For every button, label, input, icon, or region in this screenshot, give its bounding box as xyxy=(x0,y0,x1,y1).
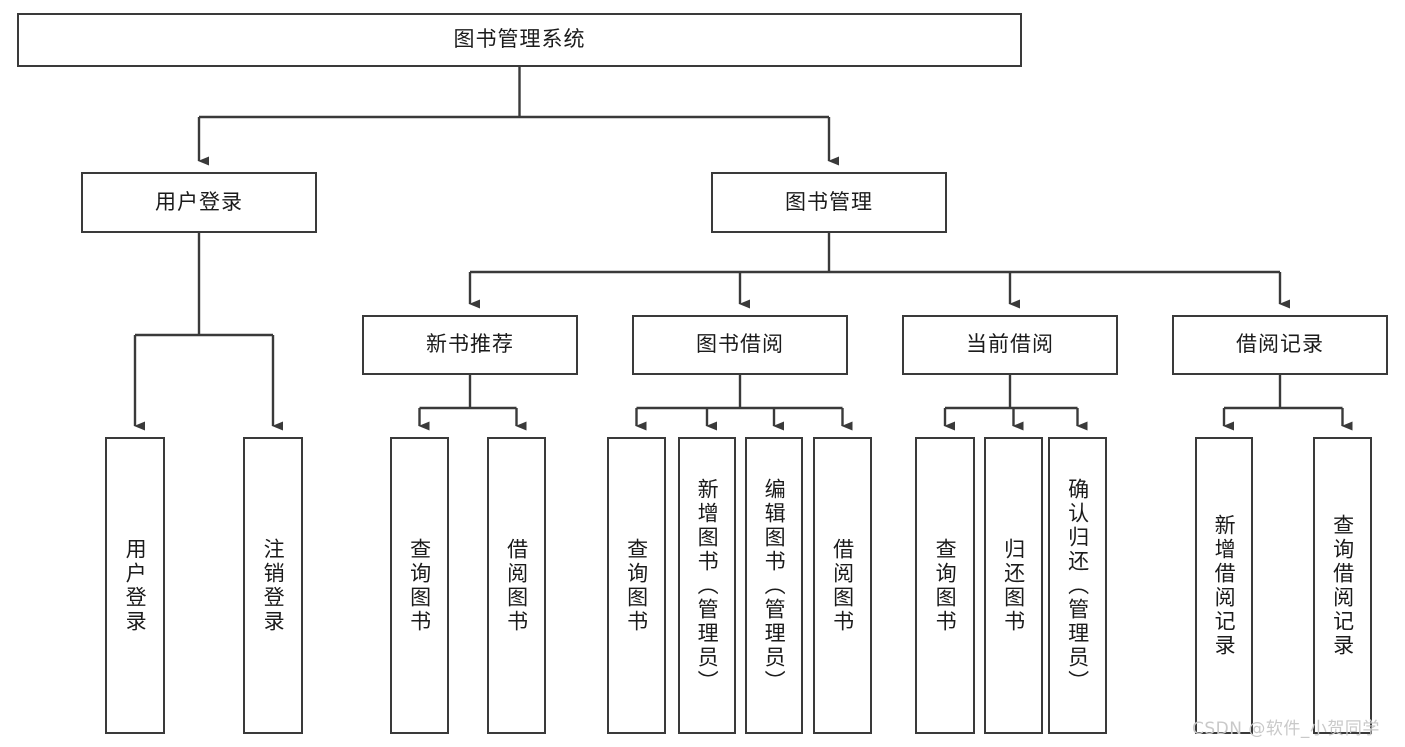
node-label: 查询图书 xyxy=(624,537,649,634)
node-l_bw_borrow[interactable]: 借阅图书 xyxy=(813,437,872,734)
node-label: 新增借阅记录 xyxy=(1212,513,1237,658)
node-label: 借阅记录 xyxy=(1236,332,1324,357)
node-label: 图书管理 xyxy=(785,189,873,214)
node-l_bw_query[interactable]: 查询图书 xyxy=(607,437,666,734)
node-label: 新增图书（管理员） xyxy=(695,477,720,694)
node-l_rc_query[interactable]: 查询借阅记录 xyxy=(1313,437,1372,734)
node-label: 注销登录 xyxy=(261,537,286,634)
node-l_nb_query[interactable]: 查询图书 xyxy=(390,437,449,734)
node-newbook[interactable]: 新书推荐 xyxy=(362,315,578,375)
node-bookmgmt[interactable]: 图书管理 xyxy=(711,172,947,233)
node-label: 新书推荐 xyxy=(426,332,514,357)
node-label: 编辑图书（管理员） xyxy=(762,477,787,694)
node-l_nb_borrow[interactable]: 借阅图书 xyxy=(487,437,546,734)
node-label: 图书借阅 xyxy=(696,332,784,357)
node-label: 确认归还（管理员） xyxy=(1065,477,1090,694)
node-label: 借阅图书 xyxy=(504,537,529,634)
node-label: 用户登录 xyxy=(123,537,148,634)
node-l_bw_add[interactable]: 新增图书（管理员） xyxy=(678,437,736,734)
node-label: 用户登录 xyxy=(155,189,243,214)
node-current[interactable]: 当前借阅 xyxy=(902,315,1118,375)
node-label: 查询图书 xyxy=(933,537,958,634)
node-label: 借阅图书 xyxy=(830,537,855,634)
node-label: 图书管理系统 xyxy=(453,27,586,52)
node-label: 查询借阅记录 xyxy=(1330,513,1355,658)
csdn-watermark: CSDN @软件_小贺同学 xyxy=(1192,719,1380,739)
node-login[interactable]: 用户登录 xyxy=(81,172,317,233)
node-l_login[interactable]: 用户登录 xyxy=(105,437,165,734)
node-records[interactable]: 借阅记录 xyxy=(1172,315,1388,375)
node-l_bw_edit[interactable]: 编辑图书（管理员） xyxy=(745,437,803,734)
node-l_cu_return[interactable]: 归还图书 xyxy=(984,437,1043,734)
node-l_cu_conf[interactable]: 确认归还（管理员） xyxy=(1048,437,1107,734)
node-l_rc_add[interactable]: 新增借阅记录 xyxy=(1195,437,1253,734)
node-root[interactable]: 图书管理系统 xyxy=(17,13,1022,67)
node-label: 查询图书 xyxy=(407,537,432,634)
node-l_logout[interactable]: 注销登录 xyxy=(243,437,303,734)
node-label: 当前借阅 xyxy=(966,332,1054,357)
node-l_cu_query[interactable]: 查询图书 xyxy=(915,437,975,734)
node-label: 归还图书 xyxy=(1001,537,1026,634)
node-borrow[interactable]: 图书借阅 xyxy=(632,315,848,375)
